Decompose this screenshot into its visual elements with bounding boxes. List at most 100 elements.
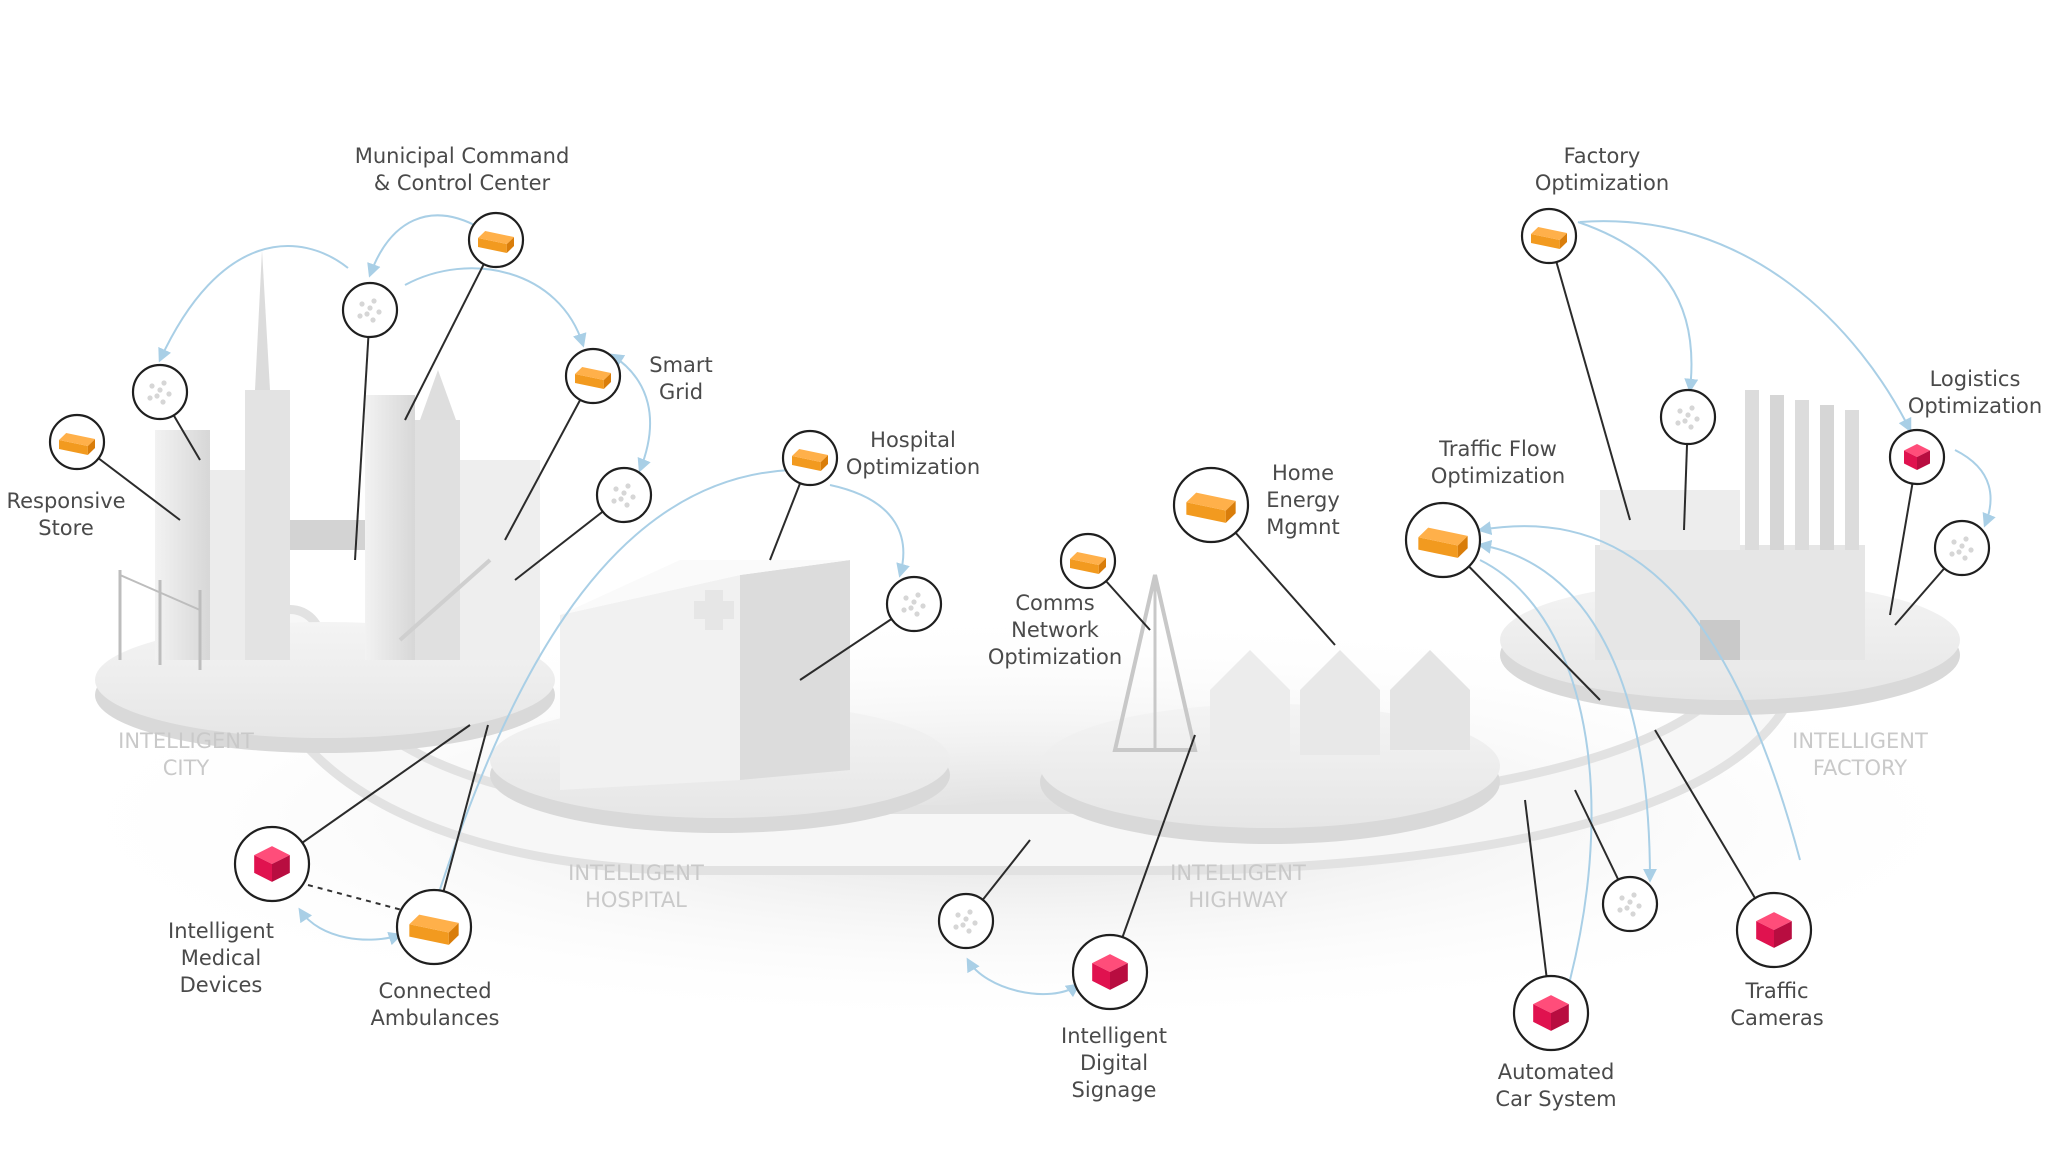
orange-box-icon xyxy=(575,367,611,389)
label-medical-line2: Medical xyxy=(181,946,261,970)
cloud-dots-icon xyxy=(147,380,172,405)
node-medical-devices xyxy=(233,825,311,903)
orange-box-icon xyxy=(1531,227,1567,249)
leader-line xyxy=(404,239,497,421)
node-highway-cloud-2 xyxy=(1601,875,1659,933)
leader-line xyxy=(1548,235,1631,521)
zone-factory-line2: FACTORY xyxy=(1813,756,1907,780)
label-municipal-line1: Municipal Command xyxy=(355,144,570,168)
node-factory-cloud-1 xyxy=(1659,388,1717,446)
label-traffic-cameras-line1: Traffic xyxy=(1744,979,1808,1003)
node-city-cloud-2 xyxy=(131,363,189,421)
city-buildings xyxy=(118,250,540,670)
zone-factory-line1: INTELLIGENT xyxy=(1792,729,1928,753)
node-traffic-cameras xyxy=(1735,891,1813,969)
node-smart-grid xyxy=(564,347,622,405)
node-city-cloud-1 xyxy=(341,281,399,339)
callout-labels: Municipal Command & Control Center Smart… xyxy=(6,144,2042,1111)
label-signage-line1: Intelligent xyxy=(1061,1024,1167,1048)
node-highway-cloud xyxy=(937,892,995,950)
zone-highway-line2: HIGHWAY xyxy=(1188,888,1287,912)
leader-line xyxy=(271,724,471,865)
node-ambulances xyxy=(395,888,473,966)
label-smart-grid-line2: Grid xyxy=(659,380,703,404)
magenta-cube-icon xyxy=(254,846,290,882)
label-factory-opt-line2: Optimization xyxy=(1535,171,1669,195)
zone-hospital-line2: HOSPITAL xyxy=(585,888,687,912)
label-home-energy-line2: Energy xyxy=(1266,488,1340,512)
flow-arrows xyxy=(158,214,1996,998)
factory-building xyxy=(1595,390,1865,660)
label-traffic-cameras-line2: Cameras xyxy=(1730,1006,1823,1030)
highway-assets xyxy=(1112,574,1470,760)
label-car-system-line2: Car System xyxy=(1495,1087,1616,1111)
orange-box-icon xyxy=(792,449,828,471)
label-medical-line1: Intelligent xyxy=(168,919,274,943)
node-home-energy xyxy=(1172,466,1250,544)
orange-box-icon xyxy=(1418,527,1468,558)
zone-highway-line1: INTELLIGENT xyxy=(1170,861,1306,885)
label-municipal-line2: & Control Center xyxy=(374,171,551,195)
orange-box-icon xyxy=(59,433,95,455)
node-hospital-cloud xyxy=(885,575,943,633)
cloud-dots-icon xyxy=(901,592,926,617)
label-responsive-store-line2: Store xyxy=(38,516,94,540)
zone-hospital-line1: INTELLIGENT xyxy=(568,861,704,885)
label-home-energy-line3: Mgmnt xyxy=(1266,515,1339,539)
hospital-building xyxy=(560,560,850,790)
label-factory-opt-line1: Factory xyxy=(1564,144,1641,168)
leader-line xyxy=(354,309,371,561)
zone-labels: INTELLIGENT CITY INTELLIGENT HOSPITAL IN… xyxy=(118,729,1928,912)
magenta-cube-icon xyxy=(1533,995,1569,1031)
medical-ambulance-link xyxy=(307,884,403,911)
label-ambulances-line1: Connected xyxy=(378,979,491,1003)
node-factory-cloud-2 xyxy=(1933,519,1991,577)
label-logistics-line1: Logistics xyxy=(1930,367,2021,391)
label-signage-line2: Digital xyxy=(1080,1051,1148,1075)
magenta-cube-icon xyxy=(1756,912,1792,948)
zone-city-line2: CITY xyxy=(163,756,210,780)
node-municipal xyxy=(467,211,525,269)
leader-line xyxy=(1109,734,1196,973)
label-signage-line3: Signage xyxy=(1072,1078,1157,1102)
node-logistics xyxy=(1888,428,1946,486)
label-home-energy-line1: Home xyxy=(1272,461,1334,485)
node-traffic-flow xyxy=(1404,501,1482,579)
label-logistics-line2: Optimization xyxy=(1908,394,2042,418)
cloud-dots-icon xyxy=(611,483,636,508)
node-car-system xyxy=(1512,974,1590,1052)
node-comms xyxy=(1059,532,1117,590)
cloud-dots-icon xyxy=(953,909,978,934)
node-signage xyxy=(1071,933,1149,1011)
cloud-dots-icon xyxy=(1675,405,1700,430)
orange-box-icon xyxy=(1070,552,1106,574)
label-ambulances-line2: Ambulances xyxy=(371,1006,500,1030)
label-responsive-store-line1: Responsive xyxy=(6,489,125,513)
label-comms-line2: Network xyxy=(1011,618,1100,642)
label-hospital-opt-line2: Optimization xyxy=(846,455,980,479)
nodes xyxy=(48,207,1991,1052)
node-factory-opt xyxy=(1520,207,1578,265)
label-hospital-opt-line1: Hospital xyxy=(870,428,956,452)
label-traffic-flow-line2: Optimization xyxy=(1431,464,1565,488)
label-traffic-flow-line1: Traffic Flow xyxy=(1438,437,1557,461)
node-responsive-store xyxy=(48,413,106,471)
node-city-cloud-3 xyxy=(595,466,653,524)
orange-box-icon xyxy=(1186,492,1236,523)
label-smart-grid-line1: Smart xyxy=(649,353,713,377)
leader-line xyxy=(1654,729,1775,931)
magenta-cube-icon xyxy=(1904,444,1930,470)
cloud-dots-icon xyxy=(357,298,382,323)
label-medical-line3: Devices xyxy=(180,973,263,997)
cloud-dots-icon xyxy=(1617,892,1642,917)
label-comms-line3: Optimization xyxy=(988,645,1122,669)
leader-line xyxy=(504,375,594,541)
magenta-cube-icon xyxy=(1092,954,1128,990)
label-comms-line1: Comms xyxy=(1015,591,1094,615)
cloud-dots-icon xyxy=(1949,536,1974,561)
orange-box-icon xyxy=(478,231,514,253)
label-car-system-line1: Automated xyxy=(1498,1060,1615,1084)
zone-city-line1: INTELLIGENT xyxy=(118,729,254,753)
